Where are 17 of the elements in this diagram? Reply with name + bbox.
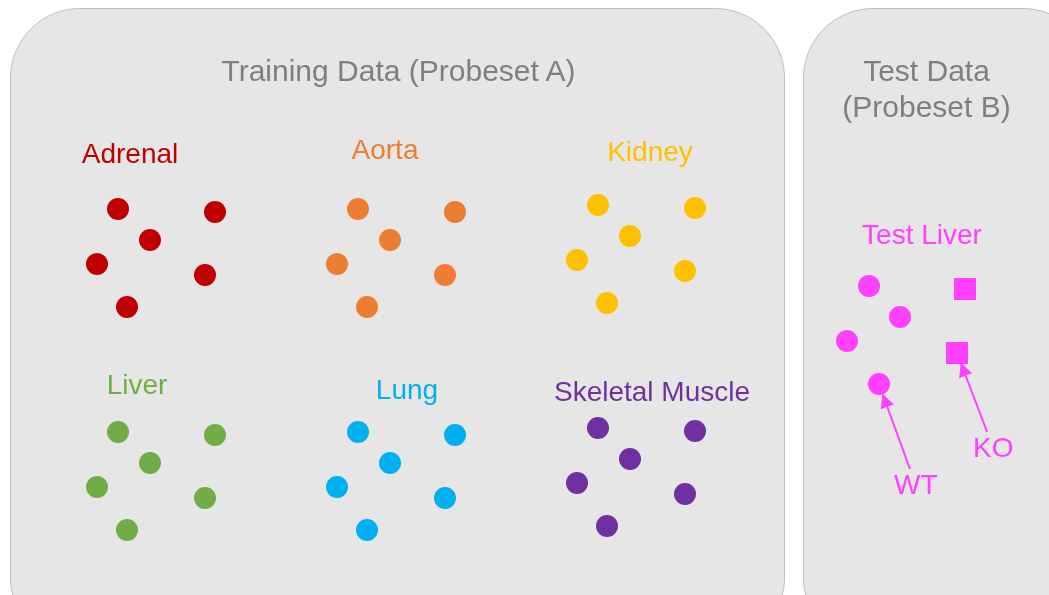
pointer-label: KO xyxy=(973,432,1014,464)
sample-square xyxy=(946,342,968,364)
group-label: Test Liver xyxy=(862,219,982,251)
group-panel xyxy=(10,8,785,595)
group-label: Adrenal xyxy=(81,138,179,170)
group-label: Lung xyxy=(375,374,439,406)
leader-arrow xyxy=(959,362,989,433)
leader-arrow xyxy=(880,393,911,470)
sample-dot xyxy=(868,373,890,395)
group-label: Aorta xyxy=(351,134,419,166)
panel-title: Training Data (Probeset A) xyxy=(220,53,577,89)
group-label: Liver xyxy=(106,369,168,401)
group-panel xyxy=(803,8,1049,595)
panel-title: Test Data (Probeset B) xyxy=(841,53,1012,125)
group-label: Kidney xyxy=(607,136,693,168)
pointer-label: WT xyxy=(894,469,938,501)
group-label: Skeletal Muscle xyxy=(553,376,751,408)
